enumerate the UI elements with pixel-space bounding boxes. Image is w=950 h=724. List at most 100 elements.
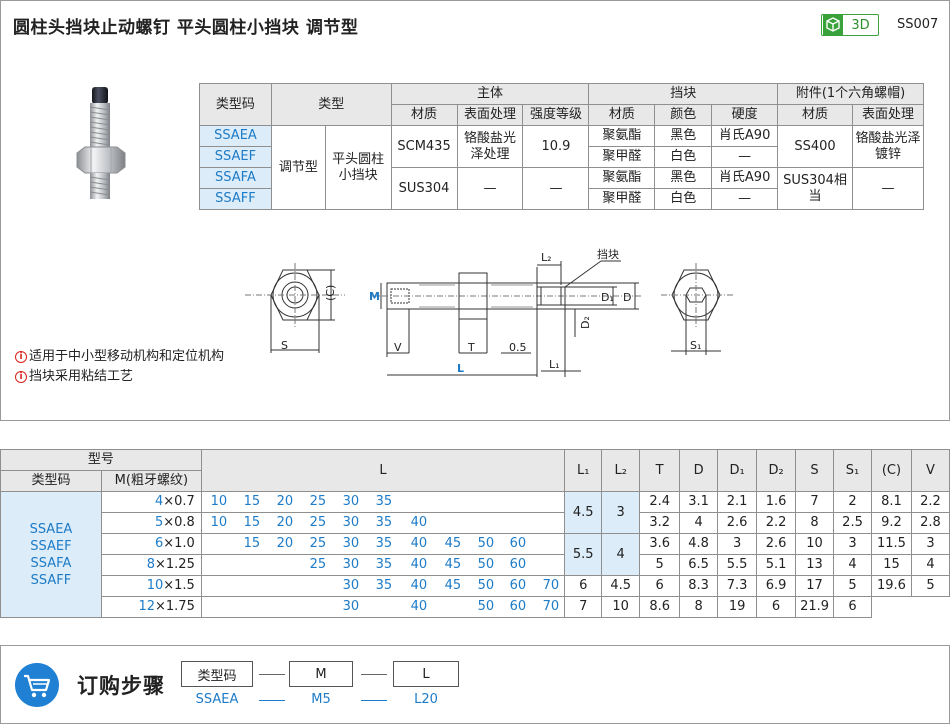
block-hardness: 肖氏A90	[711, 125, 779, 147]
spec-header-block-color: 颜色	[654, 104, 713, 126]
length-option[interactable]: 25	[309, 494, 327, 509]
length-option[interactable]: 20	[276, 515, 294, 530]
length-option[interactable]: 70	[542, 599, 560, 614]
dim-value-t: 5	[639, 554, 681, 576]
thread-pitch: ×0.8	[163, 515, 195, 530]
length-option[interactable]: 25	[309, 536, 327, 551]
length-option[interactable]: 35	[375, 494, 393, 509]
length-option[interactable]: 30	[342, 494, 360, 509]
dim-value-v: 2.8	[910, 512, 950, 534]
length-option[interactable]: 35	[375, 536, 393, 551]
thread-diameter[interactable]: 10	[146, 578, 164, 593]
acc-surface: 铬酸盐光泽镀锌	[852, 125, 924, 168]
thread-diameter[interactable]: 5	[154, 515, 164, 530]
type-code-link[interactable]: SSAEA	[199, 125, 272, 147]
type-code-link[interactable]: SSAEF	[30, 538, 72, 554]
length-option[interactable]: 70	[542, 578, 560, 593]
feature-text: 适用于中小型移动机构和定位机构	[29, 349, 225, 364]
length-option[interactable]: 25	[309, 515, 327, 530]
length-option[interactable]: 35	[375, 515, 393, 530]
dim-label: (C)	[324, 285, 337, 301]
length-option[interactable]: 45	[444, 557, 462, 572]
length-option[interactable]: 50	[477, 536, 495, 551]
thread-size: 4×0.7	[100, 491, 202, 513]
length-option[interactable]: 20	[276, 494, 294, 509]
type-code-link[interactable]: SSAFA	[30, 555, 72, 571]
length-option[interactable]: 10	[210, 515, 228, 530]
dim-value-d1: 2.1	[717, 491, 758, 513]
block-color: 黑色	[654, 125, 713, 147]
dim-value-s: 10	[795, 533, 835, 555]
dim-value-c: 21.9	[795, 596, 835, 618]
length-option[interactable]: 35	[375, 557, 393, 572]
length-option[interactable]: 10	[210, 494, 228, 509]
thread-diameter[interactable]: 12	[138, 599, 155, 614]
dim-header-model: 型号	[0, 449, 202, 471]
length-option[interactable]: 45	[444, 578, 462, 593]
thread-diameter[interactable]: 8	[146, 557, 155, 572]
thread-diameter[interactable]: 6	[154, 536, 164, 551]
type-code-link[interactable]: SSAFF	[30, 572, 72, 588]
length-option[interactable]: 40	[410, 578, 428, 593]
dim-value-t: 7	[564, 596, 603, 618]
order-step-m: M	[289, 661, 353, 687]
block-material: 聚甲醛	[588, 146, 656, 168]
spec-header-body-grade: 强度等级	[522, 104, 590, 126]
dim-value-d1: 7.3	[717, 575, 758, 597]
block-color: 白色	[654, 146, 713, 168]
length-option[interactable]: 15	[243, 515, 261, 530]
thread-pitch: ×1.25	[155, 557, 195, 572]
body-material: SCM435	[390, 125, 458, 168]
type-code-link[interactable]: SSAFF	[199, 188, 272, 210]
length-option[interactable]: 15	[243, 494, 261, 509]
length-option[interactable]: 15	[243, 536, 261, 551]
length-option[interactable]: 40	[410, 557, 428, 572]
length-option[interactable]: 40	[410, 536, 428, 551]
length-option[interactable]: 20	[276, 536, 294, 551]
dim-value-s: 17	[795, 575, 835, 597]
dim-value-t: 3.6	[639, 533, 681, 555]
order-example-l: L20	[414, 692, 438, 707]
type-code-link[interactable]: SSAFA	[199, 167, 272, 189]
length-option[interactable]: 40	[410, 515, 428, 530]
length-option[interactable]: 30	[342, 515, 360, 530]
dimension-table: 型号 L L₁ L₂ T D D₁ D₂ S S₁ (C) V 类型码 M(粗牙…	[0, 449, 950, 618]
spec-header-block-material: 材质	[588, 104, 656, 126]
length-option[interactable]: 25	[309, 557, 327, 572]
dim-label: L₁	[549, 358, 560, 371]
block-material: 聚甲醛	[588, 188, 656, 210]
length-option[interactable]: 30	[342, 536, 360, 551]
spec-header-body: 主体	[390, 83, 590, 105]
type-code-link[interactable]: SSAEA	[29, 521, 73, 537]
length-option[interactable]: 40	[410, 599, 428, 614]
length-option[interactable]: 45	[444, 536, 462, 551]
dim-value-c: 9.2	[871, 512, 912, 534]
dim-value-t: 3.2	[639, 512, 681, 534]
l2-value: 4	[601, 533, 641, 576]
length-option[interactable]: 35	[375, 578, 393, 593]
dim-value-d: 10	[601, 596, 641, 618]
dim-value-v: 2.2	[910, 491, 950, 513]
length-option[interactable]: 60	[509, 599, 527, 614]
length-option[interactable]: 60	[509, 578, 527, 593]
length-option[interactable]: 50	[477, 599, 495, 614]
length-option[interactable]: 30	[342, 578, 360, 593]
type-sub: 平头圆柱小挡块	[324, 125, 392, 210]
length-option[interactable]: 60	[509, 536, 527, 551]
3d-model-button[interactable]: 3D	[821, 14, 879, 36]
length-option[interactable]: 30	[342, 557, 360, 572]
dim-value-t: 6	[639, 575, 681, 597]
length-option[interactable]: 30	[342, 599, 360, 614]
length-option[interactable]: 60	[509, 557, 527, 572]
type-code-link[interactable]: SSAEF	[199, 146, 272, 168]
cube-icon	[823, 15, 843, 35]
dim-value-s1: 5	[833, 575, 872, 597]
body-grade: 10.9	[522, 125, 590, 168]
length-option[interactable]: 50	[477, 557, 495, 572]
dim-value-v: 6	[833, 596, 872, 618]
length-option[interactable]: 50	[477, 578, 495, 593]
thread-diameter[interactable]: 4	[154, 494, 164, 509]
